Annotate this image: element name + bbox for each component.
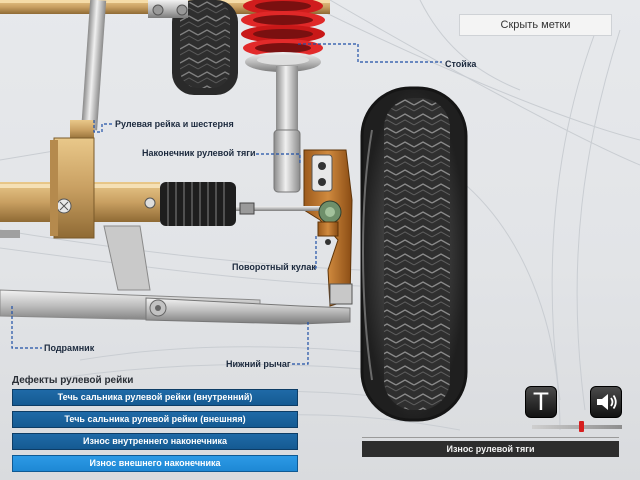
label-strut: Стойка	[445, 59, 477, 69]
car-body-outline	[0, 0, 640, 431]
volume-slider-track[interactable]	[532, 425, 622, 429]
defects-section-title: Дефекты рулевой рейки	[12, 375, 134, 386]
rack-boot	[160, 182, 236, 226]
label-lower-arm: Нижний рычаг	[226, 359, 291, 369]
status-divider	[362, 437, 619, 438]
lower-arm	[145, 297, 351, 325]
tie-rod	[235, 200, 342, 245]
speaker-icon	[597, 394, 617, 410]
steering-column	[50, 0, 107, 239]
defect-button-outer-seal-leak[interactable]: Течь сальника рулевой рейки (внешняя)	[12, 411, 298, 428]
label-steering-knuckle: Поворотный кулак	[232, 262, 316, 272]
rear-tyre	[172, 0, 238, 95]
label-leaders	[11, 43, 442, 365]
label-tie-rod-end: Наконечник рулевой тяги	[142, 148, 256, 158]
sound-button[interactable]	[590, 386, 622, 418]
defect-button-inner-seal-leak[interactable]: Течь сальника рулевой рейки (внутренний)	[12, 389, 298, 406]
front-tyre	[360, 86, 468, 422]
text-toggle-button[interactable]: T	[525, 386, 557, 418]
text-icon: T	[533, 388, 549, 416]
steering-rack	[0, 182, 236, 226]
current-part-status: Износ рулевой тяги	[362, 441, 619, 457]
label-rack-and-pinion: Рулевая рейка и шестерня	[115, 119, 234, 129]
coil-spring	[241, 0, 325, 72]
upper-mount	[148, 0, 188, 18]
label-subframe: Подрамник	[44, 343, 95, 353]
volume-slider-handle[interactable]	[579, 421, 584, 432]
hide-labels-button[interactable]: Скрыть метки	[459, 14, 612, 36]
defect-button-inner-tie-rod-wear[interactable]: Износ внутреннего наконечника	[12, 433, 298, 450]
strut	[273, 66, 301, 193]
defect-button-outer-tie-rod-wear[interactable]: Износ внешнего наконечника	[12, 455, 298, 472]
